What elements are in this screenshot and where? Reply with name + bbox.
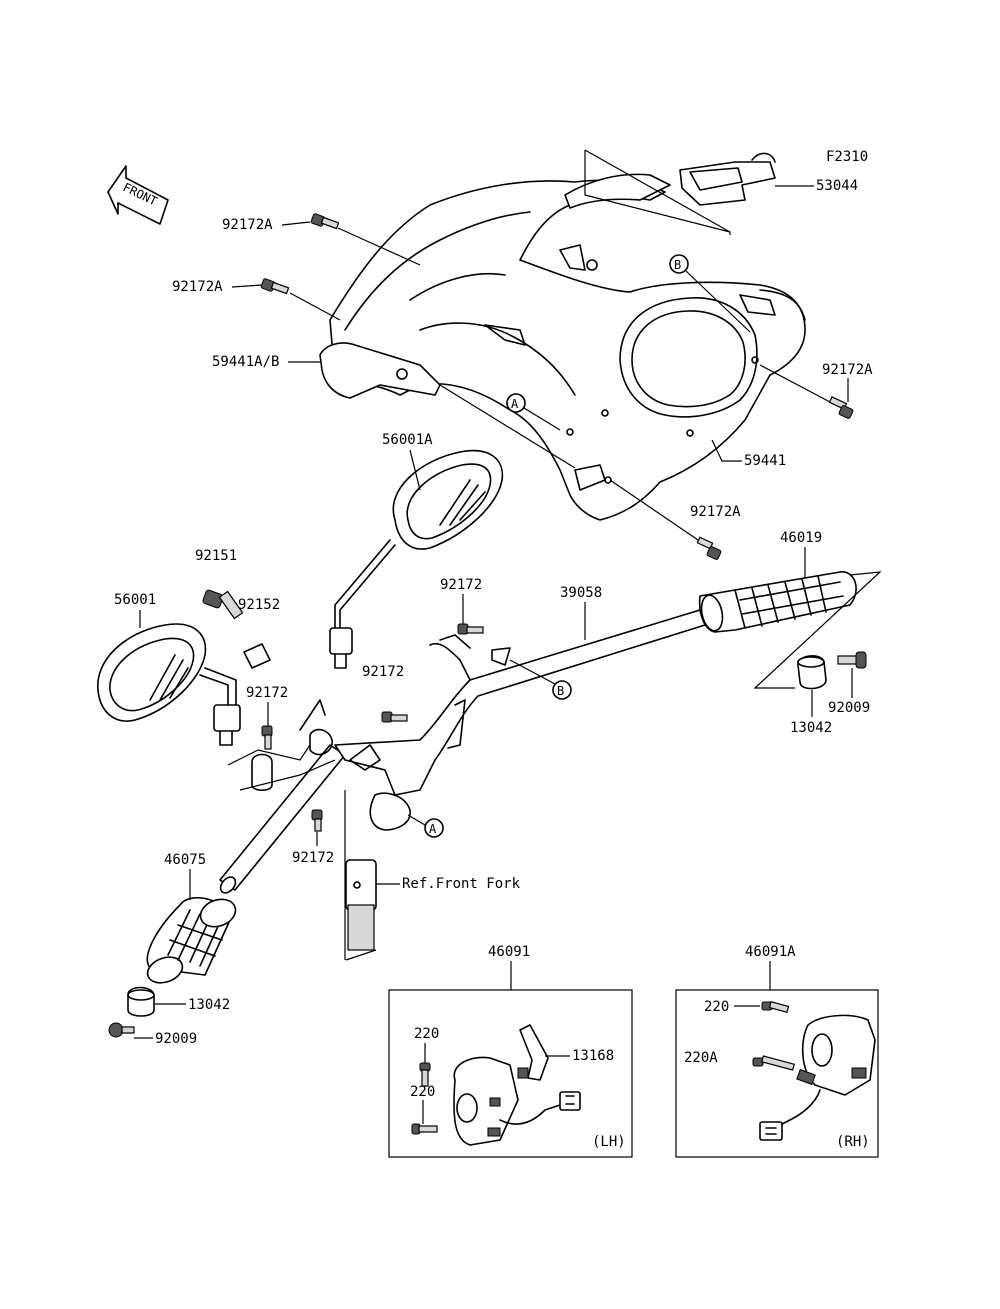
lh-label: (LH) xyxy=(592,1134,626,1150)
bar-end-weight-13042-right xyxy=(797,655,827,690)
front-fork-stem xyxy=(344,790,377,961)
callout-92009-left: 92009 xyxy=(155,1031,197,1047)
callout-92172-3: 92172 xyxy=(246,685,288,701)
screw-220A-rh xyxy=(752,1055,795,1071)
screw-220-lh-2 xyxy=(411,1123,438,1135)
bolt-92172-lower xyxy=(311,809,323,832)
screw-220-rh xyxy=(761,1001,790,1013)
callout-92172-4: 92172 xyxy=(292,850,334,866)
callout-92151: 92151 xyxy=(195,548,237,564)
bolt-92172A-right xyxy=(828,396,854,419)
ref-front-fork: Ref.Front Fork xyxy=(402,876,521,892)
handlebar-39058 xyxy=(219,609,706,894)
upper-cowl xyxy=(319,179,806,521)
marker-a-mid: A xyxy=(511,397,519,411)
callout-13168: 13168 xyxy=(572,1048,614,1064)
marker-b-top: B xyxy=(674,258,681,272)
mirror-mount-clamp xyxy=(251,753,273,792)
callout-220-3: 220 xyxy=(704,999,729,1015)
lh-switch-box xyxy=(388,989,633,1158)
callout-46091: 46091 xyxy=(488,944,530,960)
callout-92152: 92152 xyxy=(238,597,280,613)
callout-220-2: 220 xyxy=(410,1084,435,1100)
callout-56001A: 56001A xyxy=(382,432,433,448)
callout-46075: 46075 xyxy=(164,852,206,868)
callout-46091A: 46091A xyxy=(745,944,796,960)
callout-92172A-2: 92172A xyxy=(172,279,223,295)
front-arrow-icon: FRONT xyxy=(107,165,169,225)
callout-92172-2: 92172 xyxy=(362,664,404,680)
bolt-92172-mid xyxy=(381,711,408,723)
callout-92172A-3: 92172A xyxy=(822,362,873,378)
callout-220-1: 220 xyxy=(414,1026,439,1042)
callout-59441: 59441 xyxy=(744,453,786,469)
marker-b-bar: B xyxy=(557,684,564,698)
rh-switch-box xyxy=(675,989,879,1158)
callout-92172A-4: 92172A xyxy=(690,504,741,520)
callout-13042-left: 13042 xyxy=(188,997,230,1013)
screw-92009-left xyxy=(108,1022,135,1038)
bar-end-weight-13042-left xyxy=(127,986,155,1017)
callout-220A: 220A xyxy=(684,1050,718,1066)
callout-39058: 39058 xyxy=(560,585,602,601)
screw-220-lh-1 xyxy=(419,1062,431,1087)
cover-53044 xyxy=(679,152,776,206)
grip-46019 xyxy=(698,571,857,633)
bolt-92152 xyxy=(202,589,271,669)
bolt-92172A-bottom xyxy=(696,536,722,560)
bolt-92172-upper xyxy=(457,623,484,635)
callout-56001: 56001 xyxy=(114,592,156,608)
callout-46019: 46019 xyxy=(780,530,822,546)
grip-46075 xyxy=(146,896,237,984)
callout-53044: 53044 xyxy=(816,178,858,194)
mirror-56001A xyxy=(329,449,504,669)
bolt-92172-left xyxy=(261,725,273,750)
left-switch-assembly xyxy=(453,1024,581,1146)
mirror-56001 xyxy=(97,623,241,746)
right-switch-assembly xyxy=(759,1014,876,1141)
callout-13042-right: 13042 xyxy=(790,720,832,736)
marker-a-clamp: A xyxy=(429,822,437,836)
screw-92009-right xyxy=(837,651,867,669)
callout-92009-right: 92009 xyxy=(828,700,870,716)
figure-code: F2310 xyxy=(826,149,868,165)
bolt-92172A-top xyxy=(310,213,340,230)
callout-92172-1: 92172 xyxy=(440,577,482,593)
callout-92172A-1: 92172A xyxy=(222,217,273,233)
bolt-92172A-left xyxy=(260,278,290,295)
callout-59441AB: 59441A/B xyxy=(212,354,279,370)
rh-label: (RH) xyxy=(836,1134,870,1150)
